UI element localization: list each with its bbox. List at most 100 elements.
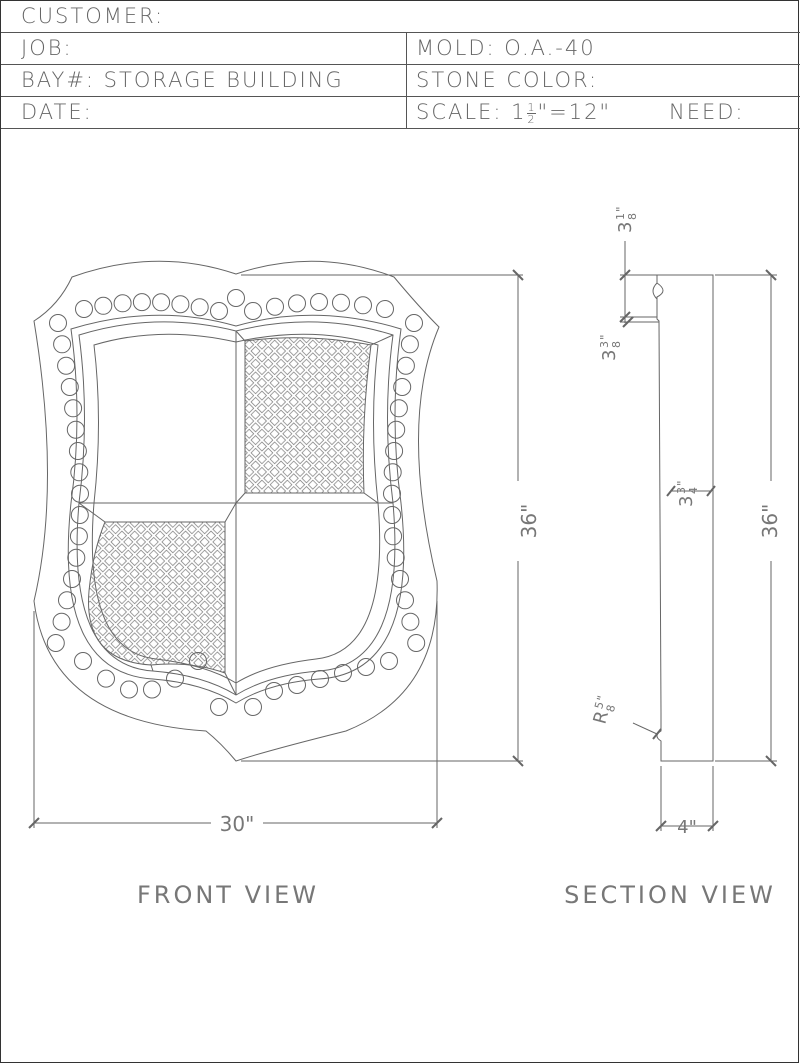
border-bead [244,698,262,716]
border-bead [357,658,375,676]
border-bead [310,293,328,311]
radius-prefix: R [590,709,614,727]
section-height-tick-bottom [765,755,777,767]
border-bead [171,295,190,314]
border-bead [385,442,404,460]
radius-leader-tick [652,728,662,740]
front-width-tick-left [28,817,40,829]
need-field: NEED: [669,100,745,124]
border-bead [46,634,65,652]
date-field: DATE: [21,100,93,124]
section-mid-dim-label: 3 3 8 " [598,334,623,361]
border-bead [66,420,85,439]
section-view-label: SECTION VIEW [564,881,776,909]
border-bead [407,634,426,652]
lattice-bevel-lower-left [78,502,237,696]
lattice-panel-lower-left [88,521,226,674]
section-depth-tick-left [655,820,667,832]
bay-field: BAY#: STORAGE BUILDING [21,68,344,92]
border-bead [63,570,81,588]
section-profile [656,274,714,762]
border-bead [387,420,406,439]
border-bead [391,570,409,588]
border-bead [396,591,414,610]
front-width-label: 30" [220,812,255,836]
border-bead [383,463,402,482]
customer-field: CUSTOMER: [21,4,165,28]
border-bead [49,314,67,332]
radius-den: 8 [604,703,618,713]
border-bead [386,548,405,567]
border-bead [94,296,113,315]
radius-num: 5 [592,700,606,710]
title-block-divider [406,33,407,129]
border-bead-circles [46,289,426,716]
border-bead [74,652,92,670]
border-bead [71,484,89,503]
section-top-dim-den: 8 [626,213,639,220]
scale-suffix: "=12" [537,100,612,124]
section-top-dim-num: 1 [614,213,627,220]
lattice-bevel-upper-right [235,330,394,504]
border-bead [405,314,423,332]
border-bead [266,297,284,316]
border-bead [332,293,350,312]
border-bead [189,652,207,670]
front-view-label: FRONT VIEW [137,881,319,909]
section-width-dim-den: 4 [687,487,700,494]
section-top-notch [652,282,658,300]
border-bead [68,442,87,460]
border-bead [97,669,115,688]
border-bead [210,302,228,320]
border-bead [143,680,161,699]
border-bead [288,294,306,313]
section-top-tick-2 [619,311,631,323]
title-row-job: JOB: MOLD: O.A.-40 [1,33,800,65]
border-bead [152,293,171,312]
border-bead [53,335,72,354]
border-bead [210,698,228,716]
border-bead [166,669,184,688]
border-bead [401,612,420,631]
border-bead [67,548,86,567]
border-bead [75,300,93,318]
shield-field-outer [76,321,396,696]
radius-inch: " [594,694,609,703]
radius-dim-label: R 5 8 " [590,694,619,727]
section-width-dim-label: 3 3 4 " [675,480,700,507]
section-mid-dim-whole: 3 [599,350,620,361]
section-width-dim-inch: " [675,480,689,486]
shield-outer-outline [33,260,440,762]
section-width-dim-num: 3 [675,487,688,494]
section-top-dim-label: 3 1 8 " [614,206,639,233]
border-bead [227,289,245,307]
border-bead [288,676,306,694]
section-width-dim-whole: 3 [676,496,697,507]
border-bead [58,591,76,610]
section-height-tick-top [765,269,777,281]
border-bead [393,378,412,396]
border-bead [70,463,89,482]
section-top-tick-3 [622,316,634,328]
border-bead [265,682,283,700]
mold-field: MOLD: O.A.-40 [416,36,596,60]
border-bead [52,612,71,631]
section-top-tick-1 [619,269,631,281]
border-bead [383,484,401,503]
border-bead [354,296,372,315]
front-height-label: 36" [517,504,541,539]
border-bead [396,356,415,375]
section-mid-dim-inch: " [598,334,612,340]
border-bead [380,652,398,670]
section-depth-label: 4" [677,817,697,838]
drawing-canvas: 36" 30" FRONT VIEW [28,206,782,909]
front-height-tick-top [512,269,524,281]
border-bead [132,293,151,312]
section-depth-tick-right [707,820,719,832]
section-height-label: 36" [758,504,782,539]
stone-color-field: STONE COLOR: [416,68,599,92]
